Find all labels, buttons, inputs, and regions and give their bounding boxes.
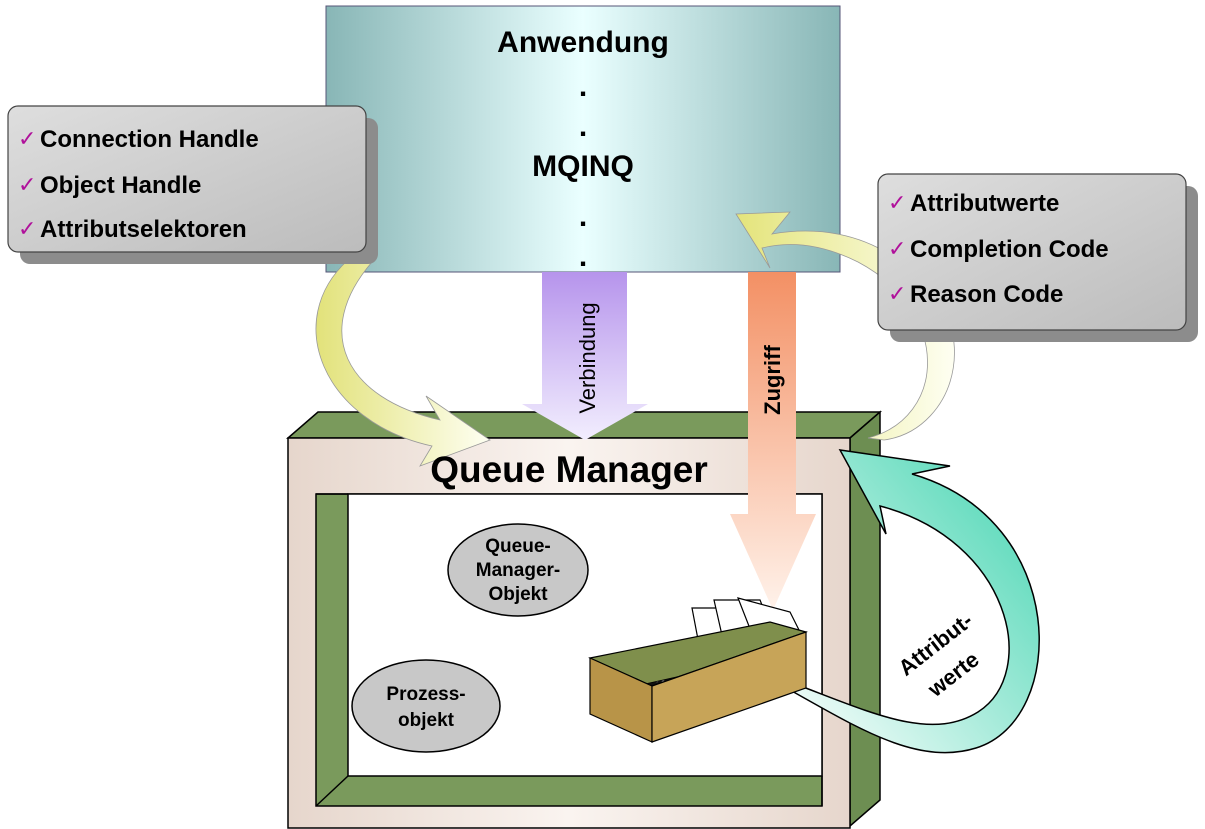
queue-manager-object [447, 523, 589, 617]
qm-object-label-2: Manager- [476, 560, 560, 581]
access-label: Zugriff [760, 345, 785, 415]
qm-object-label-1: Queue- [485, 536, 550, 557]
application-title: Anwendung [497, 26, 669, 59]
attribute-values-arrow [789, 449, 1040, 754]
access-arrow [730, 272, 816, 610]
input-item-object-handle: Object Handle [40, 172, 201, 199]
input-item-connection-handle: Connection Handle [40, 126, 259, 153]
output-parameters-box [877, 173, 1198, 342]
check-icon: ✓ [18, 126, 36, 151]
process-object [351, 659, 501, 753]
check-icon: ✓ [18, 172, 36, 197]
mqinq-call: MQINQ [532, 150, 634, 183]
output-item-completion-code: Completion Code [910, 236, 1109, 263]
connection-arrow [522, 272, 648, 440]
process-object-label-1: Prozess- [386, 684, 465, 705]
check-icon: ✓ [888, 190, 906, 215]
qm-object-label-3: Objekt [488, 584, 548, 605]
output-item-attribute-values: Attributwerte [910, 190, 1059, 217]
input-parameters-box [7, 105, 378, 264]
ellipsis-dot-1: . [579, 70, 587, 103]
connection-label: Verbindung [575, 302, 600, 413]
process-object-label-2: objekt [398, 710, 455, 731]
check-icon: ✓ [888, 281, 906, 306]
input-curved-arrow [315, 216, 491, 467]
check-icon: ✓ [18, 216, 36, 241]
input-item-attribute-selectors: Attributselektoren [40, 216, 247, 243]
check-icon: ✓ [888, 236, 906, 261]
card-file-box-icon [588, 597, 809, 743]
ellipsis-dot-2: . [579, 110, 587, 143]
ellipsis-dot-3: . [579, 200, 587, 233]
output-item-reason-code: Reason Code [910, 281, 1063, 308]
ellipsis-dot-4: . [579, 240, 587, 273]
queue-manager-title: Queue Manager [430, 449, 708, 490]
